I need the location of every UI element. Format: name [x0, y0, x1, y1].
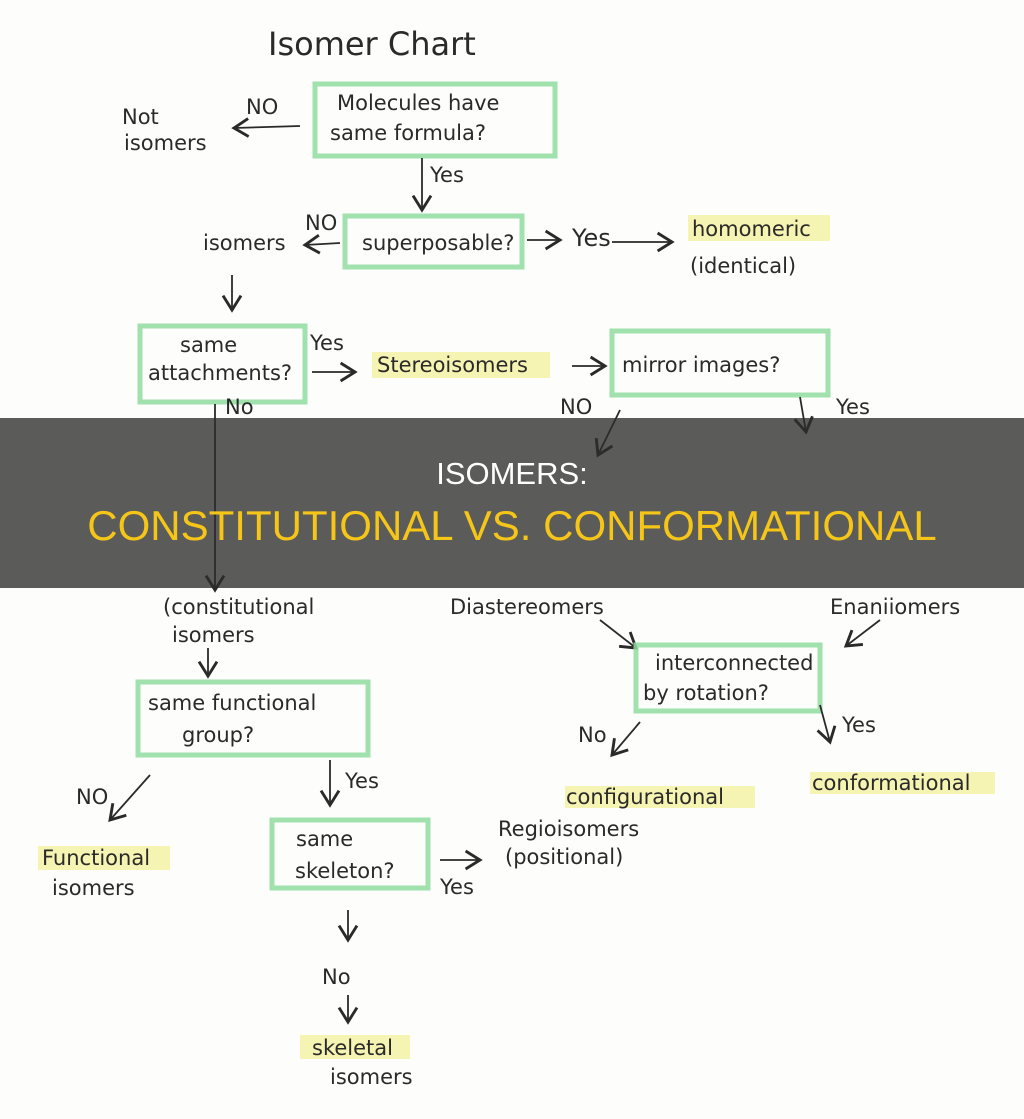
- q-formula-line2: same formula?: [330, 121, 486, 145]
- diastereomers: Diastereomers: [450, 595, 604, 619]
- box-rotation: [633, 642, 823, 714]
- box-superposable: [342, 213, 525, 270]
- label-yes: Yes: [429, 163, 464, 187]
- highlight-stereoisomers: [372, 352, 550, 378]
- not-isomers-line2: isomers: [124, 131, 207, 155]
- arrows: [197, 117, 881, 679]
- label-yes: Yes: [344, 769, 379, 793]
- skeletal-isomers-line2: isomers: [330, 1065, 413, 1089]
- label-no: No: [225, 395, 254, 419]
- title-banner: ISOMERS: CONSTITUTIONAL VS. CONFORMATION…: [0, 418, 1024, 588]
- highlight-homomeric: [688, 215, 830, 241]
- constitutional-line2: isomers: [172, 623, 255, 647]
- regioisomers-line2: (positional): [505, 845, 623, 869]
- label-yes: Yes: [841, 713, 876, 737]
- enantiomers: Enaniiomers: [830, 595, 960, 619]
- identical: (identical): [690, 254, 796, 278]
- label-no: No: [578, 723, 607, 747]
- homomeric: homomeric: [692, 217, 811, 241]
- box-mirror-images: [609, 328, 831, 398]
- q-functional-line2: group?: [182, 723, 254, 747]
- lower-right-branch: interconnected by rotation? No configura…: [565, 642, 995, 809]
- q-functional-line1: same functional: [148, 691, 316, 715]
- isomers: isomers: [203, 231, 286, 255]
- q-superposable: superposable?: [362, 231, 514, 255]
- box-same-attachments: [137, 323, 308, 405]
- not-isomers-line1: Not: [122, 105, 159, 129]
- highlight-conformational: [810, 772, 995, 794]
- highlight-configurational: [565, 786, 755, 808]
- chart-title: Isomer Chart: [268, 25, 476, 63]
- label-no: NO: [305, 211, 337, 235]
- constitutional-line1: (constitutional: [163, 595, 314, 619]
- label-no: NO: [76, 785, 108, 809]
- q-skeleton-line2: skeleton?: [295, 859, 395, 883]
- box-functional-group: [135, 679, 371, 758]
- q-formula-line1: Molecules have: [337, 91, 499, 115]
- q-attachments-line1: same: [180, 333, 237, 357]
- configurational: configurational: [566, 785, 724, 809]
- banner-subtitle: CONSTITUTIONAL VS. CONFORMATIONAL: [87, 502, 937, 549]
- label-no: NO: [560, 395, 592, 419]
- highlight-skeletal: [300, 1035, 410, 1059]
- label-no: NO: [246, 95, 278, 119]
- regioisomers-line1: Regioisomers: [498, 817, 639, 841]
- label-yes: Yes: [439, 875, 474, 899]
- highlight-functional: [38, 846, 170, 870]
- functional-isomers-line2: isomers: [52, 876, 135, 900]
- box-same-formula: [312, 81, 558, 159]
- functional-isomers-line1: Functional: [42, 846, 150, 870]
- banner-title: ISOMERS:: [436, 456, 588, 491]
- skeletal-isomers-line1: skeletal: [312, 1036, 393, 1060]
- lower-left-branch: same functional group? NO Functional iso…: [38, 679, 639, 1089]
- label-yes: Yes: [309, 331, 344, 355]
- q-rotation-line2: by rotation?: [643, 681, 769, 705]
- label-yes: Yes: [571, 224, 611, 252]
- label-no: No: [322, 965, 351, 989]
- q-skeleton-line1: same: [296, 827, 353, 851]
- stereoisomers: Stereoisomers: [377, 353, 528, 377]
- q-rotation-line1: interconnected: [655, 651, 813, 675]
- q-attachments-line2: attachments?: [148, 361, 292, 385]
- conformational: conformational: [812, 771, 970, 795]
- box-skeleton: [269, 817, 431, 891]
- q-mirror-images: mirror images?: [622, 353, 780, 377]
- label-yes: Yes: [835, 395, 870, 419]
